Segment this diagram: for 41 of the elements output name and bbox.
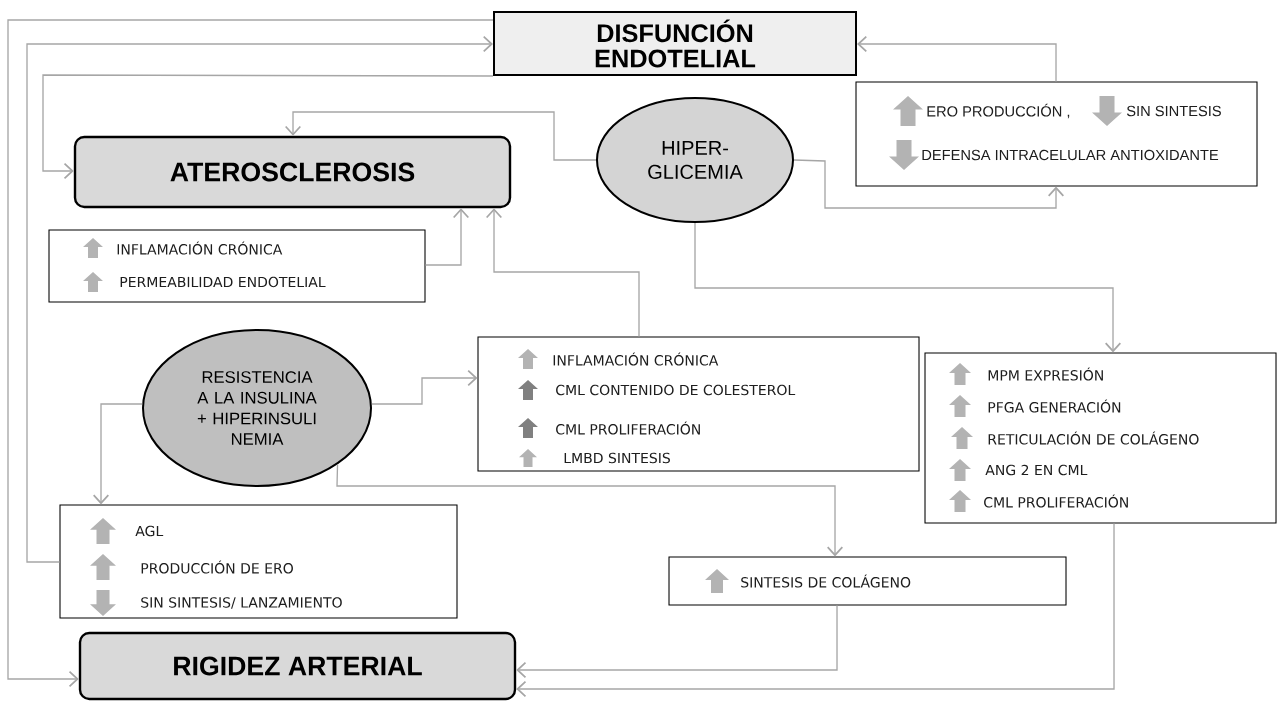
effects-box [924, 352, 1277, 524]
effects-box [855, 81, 1258, 187]
effects-box [59, 504, 458, 619]
effect-text: ANG 2 EN CML [985, 464, 1088, 476]
arrow [371, 369, 478, 405]
effect-text: INFLAMACIÓN CRÓNICA [553, 352, 719, 366]
arrow [424, 208, 470, 266]
effect-text: SINTESIS DE COLÁGENO [741, 574, 911, 588]
arrow [7, 19, 494, 688]
title-box: DISFUNCIÓN ENDOTELIAL [493, 11, 857, 76]
effect-text: PRODUCCIÓN DE ERO [141, 560, 293, 574]
effect-text: CML PROLIFERACIÓN [556, 421, 700, 435]
effect-text: AGL [135, 525, 164, 537]
arrow [42, 74, 494, 180]
arrow [284, 111, 597, 161]
effect-text: DEFENSA INTRACELULAR ANTIOXIDANTE [922, 149, 1219, 161]
effect-text: MPM EXPRESIÓN [988, 367, 1103, 381]
effect-text: ERO PRODUCCIÓN , [927, 103, 1070, 119]
effect-text: PFGA GENERACIÓN [988, 399, 1121, 413]
effects-box [48, 229, 426, 303]
disease-box: RIGIDEZ ARTERIAL [78, 631, 517, 701]
arrow [336, 463, 844, 557]
arrow [516, 522, 1115, 698]
arrow [793, 159, 1065, 209]
arrow [485, 208, 640, 338]
effects-box [477, 336, 920, 472]
arrow [26, 35, 493, 563]
effect-text: CML CONTENIDO DE COLESTEROL [556, 384, 796, 396]
effect-text: CML PROLIFERACIÓN [984, 494, 1128, 508]
effects-box [668, 556, 1067, 606]
arrow [516, 604, 838, 679]
effect-text: RETICULACIÓN DE COLÁGENO [988, 431, 1199, 445]
effect-text: INFLAMACIÓN CRÓNICA [117, 241, 283, 255]
arrow [694, 222, 1122, 353]
effect-text: SIN SINTESIS/ LANZAMIENTO [141, 597, 342, 609]
effect-text: SIN SINTESIS [1126, 105, 1221, 117]
arrow [857, 35, 1057, 83]
arrow [92, 403, 143, 505]
disease-box: ATEROSCLEROSIS [73, 135, 512, 209]
effect-text: PERMEABILIDAD ENDOTELIAL [120, 276, 326, 288]
effect-text: LMBD SINTESIS [564, 452, 670, 464]
